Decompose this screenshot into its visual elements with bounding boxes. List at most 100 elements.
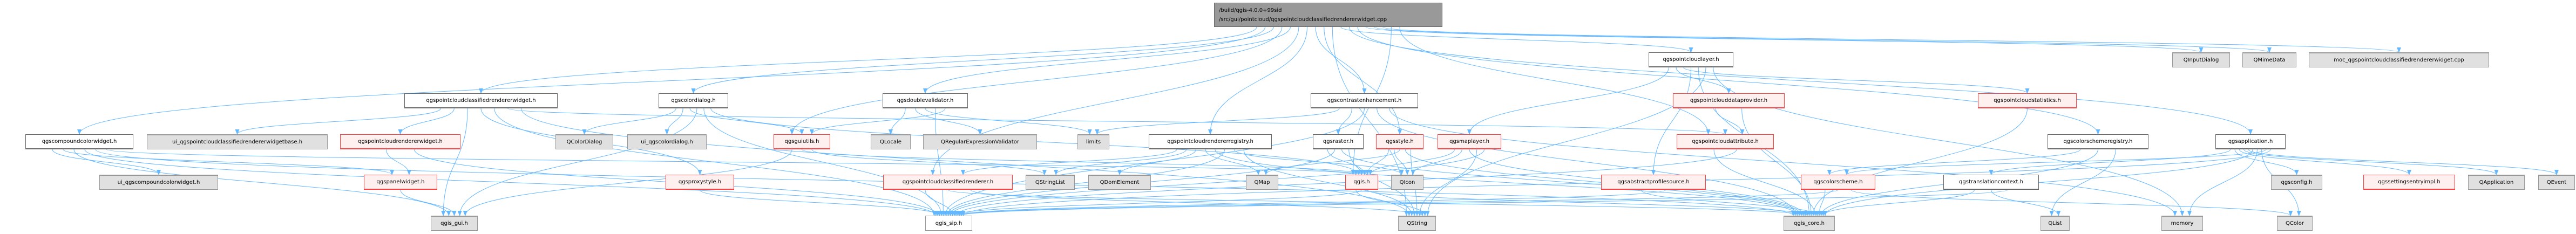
edge-pcattribute-to-qgis_core bbox=[1713, 149, 1818, 216]
node-ui_pccls[interactable]: ui_qgspointcloudclassifiedrendererwidget… bbox=[147, 134, 328, 149]
node-qstringlist[interactable]: QStringList bbox=[1026, 175, 1075, 190]
node-label: QMimeData bbox=[2253, 57, 2286, 63]
edge-maplayer-to-qgis_h bbox=[1368, 149, 1455, 175]
node-application[interactable]: qgsapplication.h bbox=[2215, 134, 2286, 149]
node-label: qgssettingsentryimpl.h bbox=[2378, 179, 2441, 185]
node-style[interactable]: qgsstyle.h bbox=[1376, 134, 1423, 149]
node-translation[interactable]: qgstranslationcontext.h bbox=[1943, 175, 2039, 190]
node-qcolor[interactable]: QColor bbox=[2277, 216, 2313, 231]
node-qinputdialog[interactable]: QInputDialog bbox=[2172, 52, 2230, 67]
node-qgis_h[interactable]: qgis.h bbox=[1345, 175, 1378, 190]
node-label: QInputDialog bbox=[2183, 57, 2219, 63]
node-label: qgsproxystyle.h bbox=[678, 179, 722, 185]
edge-pcclswidget-to-qgis_gui bbox=[441, 108, 468, 216]
node-qevent[interactable]: QEvent bbox=[2538, 175, 2575, 190]
node-settingsentry[interactable]: qgssettingsentryimpl.h bbox=[2363, 175, 2455, 190]
node-qmimedata[interactable]: QMimeData bbox=[2242, 52, 2296, 67]
node-label: qgspointcloudstatistics.h bbox=[1994, 98, 2061, 104]
node-qgis_sip[interactable]: qgis_sip.h bbox=[925, 216, 972, 231]
edge-pcclsrenderer-to-qgis_sip bbox=[925, 189, 955, 216]
node-colorscheme[interactable]: qgscolorscheme.h bbox=[1801, 175, 1875, 190]
node-pclayer[interactable]: qgspointcloudlayer.h bbox=[1649, 52, 1733, 67]
node-profilesource[interactable]: qgsabstractprofilesource.h bbox=[1601, 175, 1706, 190]
node-compoundcolor[interactable]: qgscompoundcolorwidget.h bbox=[25, 134, 133, 149]
edge-compoundcolor-to-qgis_gui bbox=[73, 149, 451, 216]
node-qcolordialog[interactable]: QColorDialog bbox=[555, 134, 613, 149]
node-label: ui_qgscolordialog.h bbox=[641, 139, 693, 145]
node-pcregistry[interactable]: qgspointcloudrendererregistry.h bbox=[1149, 134, 1272, 149]
node-guiutils[interactable]: qgsguiutils.h bbox=[774, 134, 830, 149]
edge-translation-to-qlist bbox=[1991, 189, 2061, 216]
edge-root-to-application bbox=[1348, 26, 2253, 135]
node-pcstatistics[interactable]: qgspointcloudstatistics.h bbox=[1978, 93, 2077, 108]
edge-doublevalidator-to-qlocale bbox=[889, 108, 906, 135]
node-qgsconfig[interactable]: qgsconfig.h bbox=[2271, 175, 2322, 190]
node-label: QEvent bbox=[2546, 180, 2567, 185]
node-qapplication[interactable]: QApplication bbox=[2468, 175, 2525, 190]
node-moc[interactable]: moc_qgspointcloudclassifiedrendererwidge… bbox=[2309, 52, 2489, 67]
edge-pcregistry-to-qgis_sip bbox=[945, 149, 1225, 216]
edge-root-to-colordialog bbox=[691, 26, 1274, 94]
node-raster[interactable]: qgsraster.h bbox=[1313, 134, 1364, 149]
node-pcattribute[interactable]: qgspointcloudattribute.h bbox=[1677, 134, 1774, 149]
node-ui_colordialog[interactable]: ui_qgscolordialog.h bbox=[627, 134, 707, 149]
edge-compoundcolor-to-ui_compound bbox=[52, 149, 161, 175]
node-label: memory bbox=[2171, 221, 2194, 226]
node-qicon[interactable]: QIcon bbox=[1391, 175, 1423, 190]
node-label: qgscontrastenhancement.h bbox=[1327, 98, 1402, 104]
node-pcclswidget[interactable]: qgspointcloudclassifiedrendererwidget.h bbox=[404, 93, 558, 108]
node-qgis_gui[interactable]: qgis_gui.h bbox=[431, 216, 478, 231]
node-label: QColor bbox=[2286, 221, 2304, 226]
node-label: qgsconfig.h bbox=[2281, 180, 2313, 185]
edge-doublevalidator-to-qgis_sip bbox=[934, 108, 946, 216]
node-label: qgspointcloudrendererregistry.h bbox=[1167, 139, 1253, 144]
edge-root-to-pcclsrenderer bbox=[931, 26, 1299, 175]
edge-colorschemereg-to-qlist bbox=[2049, 149, 2116, 216]
node-label: qgspanelwidget.h bbox=[376, 179, 425, 185]
edge-pcclsrenderer-to-qstring bbox=[970, 189, 1425, 216]
node-label: QString bbox=[1407, 221, 1427, 226]
edge-compoundcolor-to-qgis_sip bbox=[84, 149, 938, 216]
node-label: qgscolorscheme.h bbox=[1813, 179, 1863, 185]
node-colordialog[interactable]: qgscolordialog.h bbox=[659, 93, 728, 108]
edge-pcclswidget-to-ui_pccls bbox=[235, 108, 441, 135]
node-label: qgis_gui.h bbox=[440, 221, 468, 226]
node-colorschemereg[interactable]: qgscolorschemeregistry.h bbox=[2048, 134, 2148, 149]
edge-application-to-qevent bbox=[2248, 149, 2559, 175]
node-qmap[interactable]: QMap bbox=[1246, 175, 1278, 190]
node-proxystyle[interactable]: qgsproxystyle.h bbox=[666, 175, 734, 190]
edge-compoundcolor-to-qgis_h bbox=[106, 149, 1358, 175]
edge-pcclswidget-to-pcrenderwidget bbox=[398, 108, 455, 135]
edge-maplayer-to-qstring bbox=[1417, 149, 1477, 216]
node-ui_compound[interactable]: ui_qgscompoundcolorwidget.h bbox=[99, 175, 218, 190]
node-root[interactable]: /build/qgis-4.0.0+99sid/src/gui/pointclo… bbox=[1214, 3, 1442, 27]
node-contrast[interactable]: qgscontrastenhancement.h bbox=[1311, 93, 1418, 108]
edge-pcrenderwidget-to-panelwidget bbox=[385, 149, 411, 175]
node-panelwidget[interactable]: qgspanelwidget.h bbox=[364, 175, 437, 190]
node-pcdataprovider[interactable]: qgspointclouddataprovider.h bbox=[1673, 93, 1785, 108]
edge-pcclswidget-to-qstring bbox=[521, 108, 1412, 216]
edge-pcregistry-to-qdomelement bbox=[1117, 149, 1196, 175]
node-doublevalidator[interactable]: qgsdoublevalidator.h bbox=[883, 93, 968, 108]
node-memory[interactable]: memory bbox=[2161, 216, 2203, 231]
node-label: ui_qgscompoundcolorwidget.h bbox=[117, 180, 200, 185]
edge-raster-to-qgis_core bbox=[1341, 149, 1801, 216]
node-pcclsrenderer[interactable]: qgspointcloudclassifiedrenderer.h bbox=[883, 175, 1013, 190]
node-qlocale[interactable]: QLocale bbox=[871, 134, 911, 149]
node-qgis_core[interactable]: qgis_core.h bbox=[1784, 216, 1835, 231]
edge-pcstatistics-to-qgis_core bbox=[1811, 108, 2028, 216]
node-pcrenderwidget[interactable]: qgspointcloudrendererwidget.h bbox=[340, 134, 460, 149]
node-maplayer[interactable]: qgsmaplayer.h bbox=[1438, 134, 1501, 149]
node-qstring[interactable]: QString bbox=[1398, 216, 1436, 231]
edge-root-to-compoundcolor bbox=[77, 26, 1266, 135]
node-qregexval[interactable]: QRegularExpressionValidator bbox=[923, 134, 1037, 149]
node-limits[interactable]: limits bbox=[1077, 134, 1109, 149]
node-qlist[interactable]: QList bbox=[2041, 216, 2070, 231]
node-label: qgsstyle.h bbox=[1386, 139, 1414, 144]
edge-maplayer-to-qgis_sip bbox=[948, 149, 1485, 216]
edge-root-to-doublevalidator bbox=[923, 26, 1291, 94]
node-qdomelement[interactable]: QDomElement bbox=[1088, 175, 1151, 190]
edge-colorschemereg-to-colorscheme bbox=[1827, 149, 2081, 175]
